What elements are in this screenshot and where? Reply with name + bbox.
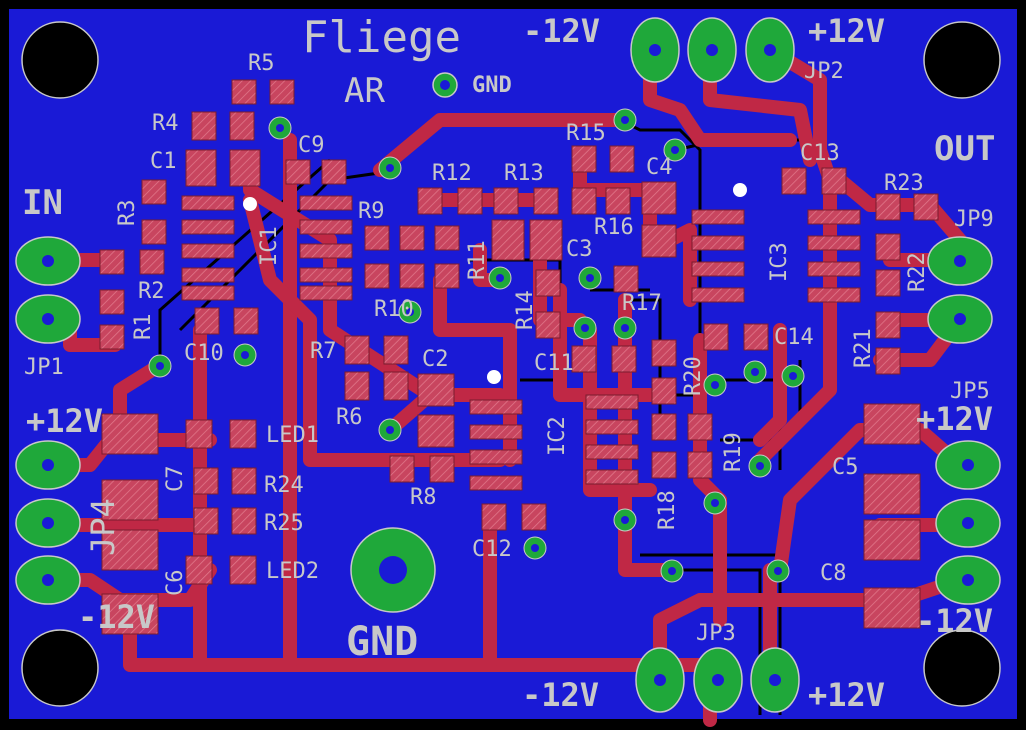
rail-label-right-plus: +12V [916, 400, 993, 438]
label-c9: C9 [298, 133, 325, 158]
label-jp5: JP5 [950, 379, 990, 404]
label-r21: R21 [851, 328, 876, 368]
label-r10: R10 [374, 297, 414, 322]
label-c6: C6 [163, 570, 188, 597]
in-label: IN [22, 183, 63, 223]
label-c8: C8 [820, 561, 847, 586]
mounting-holes [21, 21, 1001, 707]
label-r1: R1 [131, 314, 156, 341]
designators: R1 R2 R3 R4 R5 R6 R7 R8 R9 R10 R11 R12 R… [24, 51, 994, 646]
label-r22: R22 [905, 252, 930, 292]
label-r20: R20 [681, 356, 706, 396]
rail-label-left-plus: +12V [26, 402, 103, 440]
label-r5: R5 [248, 51, 275, 76]
label-jp1: JP1 [24, 355, 64, 380]
label-r7: R7 [310, 339, 337, 364]
label-c14: C14 [774, 325, 814, 350]
label-c1: C1 [150, 149, 177, 174]
gnd-big-label: GND [346, 619, 418, 665]
label-r24: R24 [264, 473, 304, 498]
label-led1: LED1 [266, 423, 319, 448]
label-r19: R19 [721, 432, 746, 472]
connector-holes [42, 44, 974, 686]
board-title: Fliege [302, 12, 461, 63]
label-r11: R11 [465, 240, 490, 280]
via-holes [156, 116, 797, 575]
label-jp9: JP9 [954, 207, 994, 232]
label-r8: R8 [410, 485, 437, 510]
smd-pads [99, 79, 939, 635]
rail-label-top-plus: +12V [808, 12, 885, 50]
label-r15: R15 [566, 121, 606, 146]
board-subtitle: AR [344, 71, 385, 111]
label-r17: R17 [622, 291, 662, 316]
label-r9: R9 [358, 199, 385, 224]
label-ic2: IC2 [545, 416, 570, 456]
label-r4: R4 [152, 111, 179, 136]
label-jp3: JP3 [696, 621, 736, 646]
rail-label-top-minus: -12V [523, 12, 600, 50]
label-c10: C10 [184, 341, 224, 366]
label-c7: C7 [163, 466, 188, 493]
pin1-markers [243, 183, 747, 384]
label-r23: R23 [884, 171, 924, 196]
label-jp2: JP2 [804, 59, 844, 84]
label-r6: R6 [336, 405, 363, 430]
label-c4: C4 [646, 155, 673, 180]
label-c11: C11 [534, 351, 574, 376]
label-r16: R16 [594, 215, 634, 240]
label-r25: R25 [264, 511, 304, 536]
label-c3: C3 [566, 237, 593, 262]
label-r14: R14 [513, 290, 538, 330]
gnd-pad-label: GND [472, 73, 512, 98]
label-r13: R13 [504, 161, 544, 186]
label-jp4: JP4 [84, 498, 122, 556]
rail-label-bottom-minus: -12V [522, 676, 599, 714]
out-label: OUT [934, 129, 995, 169]
label-c2: C2 [422, 347, 449, 372]
label-led2: LED2 [266, 559, 319, 584]
label-ic1: IC1 [257, 226, 282, 266]
rail-label-right-minus: -12V [916, 602, 993, 640]
label-c13: C13 [800, 141, 840, 166]
label-r12: R12 [432, 161, 472, 186]
label-r3: R3 [115, 200, 140, 227]
label-c5: C5 [832, 455, 859, 480]
label-ic3: IC3 [767, 242, 792, 282]
rail-label-left-minus: -12V [78, 598, 155, 636]
label-r18: R18 [655, 490, 680, 530]
rail-label-bottom-plus: +12V [808, 676, 885, 714]
label-c12: C12 [472, 537, 512, 562]
label-r2: R2 [138, 279, 165, 304]
